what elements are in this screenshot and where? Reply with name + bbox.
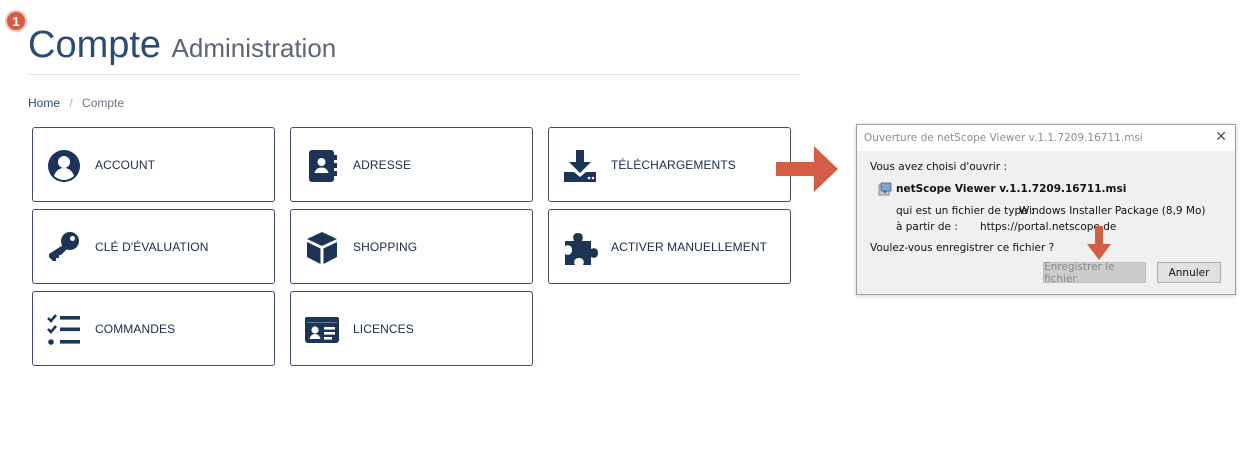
breadcrumb-current: Compte [82, 96, 125, 110]
address-book-icon [304, 148, 340, 184]
cancel-button[interactable]: Annuler [1157, 262, 1221, 283]
key-icon [46, 230, 82, 266]
dialog-title: Ouverture de netScope Viewer v.1.1.7209.… [864, 132, 1143, 144]
right-arrow-icon [776, 144, 840, 194]
file-download-dialog: Ouverture de netScope Viewer v.1.1.7209.… [856, 124, 1236, 295]
save-file-button[interactable]: Enregistrer le fichier [1043, 261, 1146, 285]
tile-label: ADRESSE [353, 157, 412, 172]
tile-commandes[interactable]: COMMANDES [32, 291, 275, 366]
tile-label: ACCOUNT [95, 157, 156, 172]
tile-label: SHOPPING [353, 239, 418, 254]
tile-label: ACTIVER MANUELLEMENT [611, 239, 768, 254]
breadcrumb: Home / Compte [28, 96, 124, 110]
tile-shopping[interactable]: SHOPPING [290, 209, 533, 284]
tile-licences[interactable]: LICENCES [290, 291, 533, 366]
title-divider [28, 74, 800, 75]
step-badge: 1 [5, 10, 27, 32]
breadcrumb-separator: / [69, 96, 73, 110]
dialog-file-name: netScope Viewer v.1.1.7209.16711.msi [896, 183, 1127, 195]
box-icon [304, 230, 340, 266]
tile-label: COMMANDES [95, 321, 176, 336]
page-title-sub: Administration [171, 33, 337, 63]
installer-package-icon [878, 182, 892, 196]
dialog-type-value: Windows Installer Package (8,9 Mo) [1019, 205, 1206, 217]
tile-activer-manuellement[interactable]: ACTIVER MANUELLEMENT [548, 209, 791, 284]
tile-account[interactable]: ACCOUNT [32, 127, 275, 202]
page-title-main: Compte [28, 24, 162, 66]
checklist-icon [46, 312, 82, 348]
dialog-intro: Vous avez choisi d'ouvrir : [870, 161, 1007, 173]
tile-telechargements[interactable]: TÉLÉCHARGEMENTS [548, 127, 791, 202]
dialog-source-row: à partir de : https://portal.netscope.de [896, 221, 1116, 233]
dialog-titlebar: Ouverture de netScope Viewer v.1.1.7209.… [857, 125, 1235, 151]
download-icon [562, 148, 598, 184]
tile-label: TÉLÉCHARGEMENTS [611, 157, 736, 172]
dialog-type-row: qui est un fichier de type :Windows Inst… [896, 205, 1206, 217]
user-circle-icon [46, 148, 82, 184]
tile-cle-evaluation[interactable]: CLÉ D'ÉVALUATION [32, 209, 275, 284]
page-title: Compte Administration [28, 24, 336, 67]
dialog-source-value: https://portal.netscope.de [980, 221, 1117, 233]
dialog-type-label: qui est un fichier de type : [896, 205, 1035, 217]
puzzle-icon [562, 230, 598, 266]
close-icon[interactable]: ✕ [1215, 129, 1227, 145]
tile-adresse[interactable]: ADRESSE [290, 127, 533, 202]
id-card-icon [304, 312, 340, 348]
down-arrow-icon [1086, 226, 1112, 260]
dialog-source-label: à partir de : [896, 221, 958, 233]
tile-label: CLÉ D'ÉVALUATION [95, 239, 209, 254]
breadcrumb-home-link[interactable]: Home [28, 96, 61, 110]
tile-label: LICENCES [353, 321, 414, 336]
dialog-question: Voulez-vous enregistrer ce fichier ? [870, 242, 1055, 254]
